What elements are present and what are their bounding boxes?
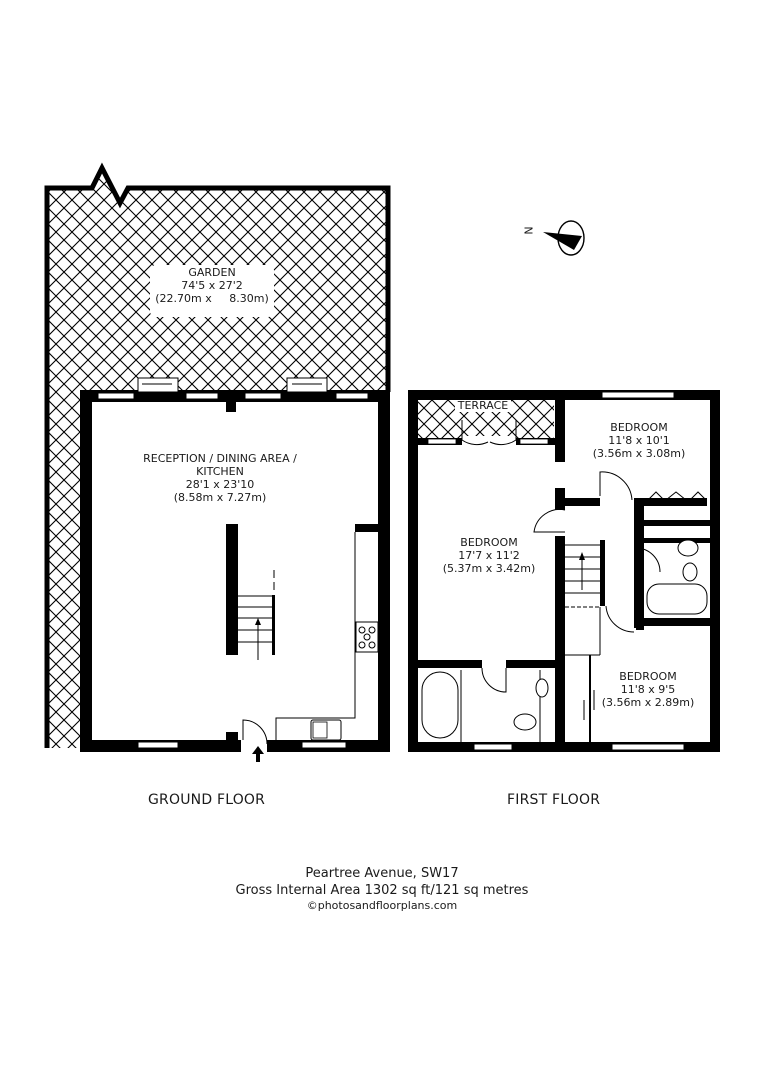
room-imperial: 74'5 x 27'2 — [181, 279, 243, 292]
ground-floor-label: GROUND FLOOR — [148, 792, 266, 808]
footer: Peartree Avenue, SW17 Gross Internal Are… — [0, 865, 764, 913]
room-name-line1: RECEPTION / DINING AREA / — [143, 452, 297, 465]
bedroom-bottom-right-label: BEDROOM 11'8 x 9'5 (3.56m x 2.89m) — [588, 670, 708, 709]
address: Peartree Avenue, SW17 — [305, 866, 459, 881]
first-floor-label: FIRST FLOOR — [507, 792, 601, 808]
bedroom-left-label: BEDROOM 17'7 x 11'2 (5.37m x 3.42m) — [424, 536, 554, 575]
compass-icon — [543, 220, 585, 256]
reception-label: RECEPTION / DINING AREA / KITCHEN 28'1 x… — [130, 452, 310, 504]
first-floor-plan — [408, 390, 720, 752]
room-metric: (3.56m x 2.89m) — [601, 696, 695, 709]
room-metric: (3.56m x 3.08m) — [592, 447, 686, 460]
room-name: GARDEN — [188, 266, 236, 279]
room-name-line2: KITCHEN — [196, 465, 244, 478]
room-name: TERRACE — [457, 399, 509, 412]
copyright: ©photosandfloorplans.com — [306, 899, 458, 912]
room-metric: (5.37m x 3.42m) — [442, 562, 536, 575]
room-name: BEDROOM — [619, 670, 677, 683]
terrace-label: TERRACE — [455, 399, 511, 412]
garden-area — [47, 168, 388, 748]
garden-label: GARDEN 74'5 x 27'2 (22.70m x 8.30m) — [150, 266, 274, 305]
room-imperial: 11'8 x 10'1 — [608, 434, 670, 447]
room-imperial: 11'8 x 9'5 — [620, 683, 676, 696]
room-imperial: 28'1 x 23'10 — [185, 478, 255, 491]
room-imperial: 17'7 x 11'2 — [458, 549, 520, 562]
room-metric: (22.70m x 8.30m) — [155, 292, 269, 305]
ground-floor-plan — [44, 162, 391, 762]
compass-north-label: N — [522, 226, 536, 235]
gross-internal-area: Gross Internal Area 1302 sq ft/121 sq me… — [235, 883, 529, 898]
room-name: BEDROOM — [460, 536, 518, 549]
room-name: BEDROOM — [610, 421, 668, 434]
room-metric: (8.58m x 7.27m) — [173, 491, 267, 504]
bedroom-top-right-label: BEDROOM 11'8 x 10'1 (3.56m x 3.08m) — [574, 421, 704, 460]
